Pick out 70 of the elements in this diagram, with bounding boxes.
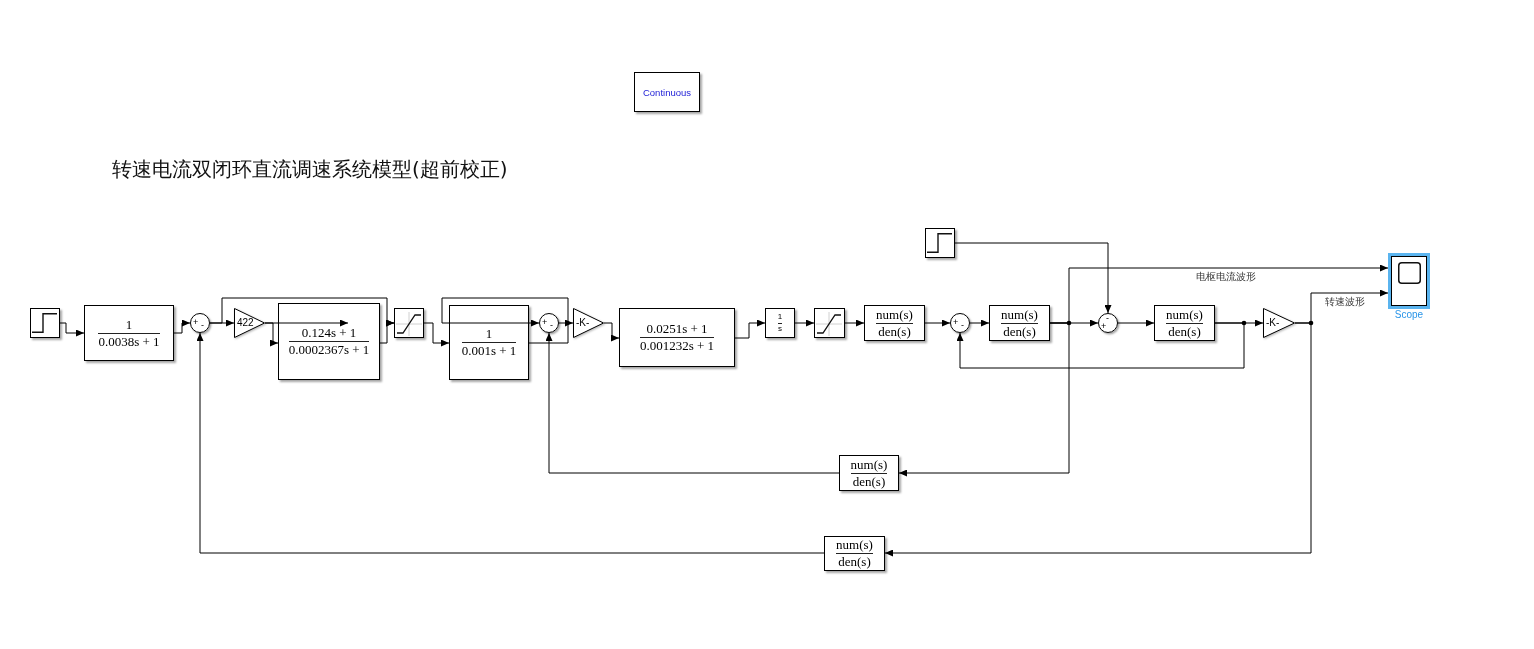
signal-arrow: [794, 319, 815, 327]
transfer-function-block: [824, 536, 885, 571]
signal-label: 转速波形: [1325, 296, 1365, 308]
gain-value: -K-: [1266, 318, 1280, 328]
denominator-text: 0.001s + 1: [461, 344, 517, 358]
sign-label: +: [542, 318, 548, 327]
numerator-text: num(s): [1001, 307, 1038, 322]
numerator-text: 1: [125, 317, 133, 332]
sign-label: -: [961, 321, 964, 330]
signal-arrow: [884, 322, 1312, 557]
solver-block: [634, 72, 700, 112]
diagram-title: 转速电流双闭环直流调速系统模型(超前校正): [112, 157, 508, 181]
signal-arrow: [423, 322, 450, 347]
numerator-text: num(s): [836, 538, 873, 552]
numerator-text: num(s): [1166, 307, 1203, 322]
denominator-text: 0.0002367s + 1: [288, 343, 370, 357]
signal-arrow: [209, 297, 395, 327]
signal-arrow: [264, 319, 349, 327]
signal-arrow: [441, 297, 569, 344]
sign-label: -: [550, 321, 553, 330]
signal-arrow: [603, 322, 620, 342]
signal-arrow: [196, 332, 825, 554]
signal-arrow: [545, 332, 840, 474]
denominator-text: den(s): [1003, 324, 1036, 339]
denominator-text: den(s): [878, 324, 911, 339]
transfer-function-block: [989, 305, 1050, 341]
block-label: Continuous: [642, 86, 692, 98]
gain-value: 422: [237, 318, 254, 328]
sign-label: -: [1106, 314, 1109, 323]
sign-label: +: [193, 318, 199, 327]
signal-arrow: [59, 322, 85, 337]
gain-triangle: [234, 308, 265, 338]
signal-arrow: [844, 319, 865, 327]
denominator-text: den(s): [852, 474, 886, 489]
gain-value: -K-: [576, 318, 590, 328]
signal-arrow: [969, 319, 990, 327]
denominator-text: s: [778, 324, 782, 333]
signal-arrow: [954, 242, 1112, 314]
signal-arrow: [898, 322, 1070, 477]
denominator-text: den(s): [838, 555, 871, 569]
sign-label: +: [1101, 322, 1107, 331]
transfer-function-block: [839, 455, 899, 491]
signal-arrow: [1117, 319, 1155, 327]
denominator-text: 0.0038s + 1: [98, 334, 160, 349]
gain-triangle: [1263, 308, 1295, 338]
sign-label: -: [201, 321, 204, 330]
transfer-function-block: [449, 305, 529, 380]
numerator-text: num(s): [850, 457, 888, 472]
signal-arrow: [956, 322, 1245, 369]
numerator-text: 0.124s + 1: [301, 326, 357, 340]
block-name: Scope: [1394, 309, 1424, 320]
numerator-text: 0.0251s + 1: [646, 322, 708, 336]
transfer-function-block: [619, 308, 735, 367]
signal-label: 电枢电流波形: [1196, 271, 1256, 283]
numerator-text: 1: [485, 327, 493, 341]
signal-arrow: [734, 319, 766, 339]
numerator-text: 1: [777, 313, 783, 322]
gain-triangle: [573, 308, 604, 338]
signal-arrow: [924, 319, 951, 327]
integrator-block: [765, 308, 795, 338]
denominator-text: 0.001232s + 1: [639, 339, 715, 353]
transfer-function-block: [864, 305, 925, 341]
transfer-function-block: [278, 303, 380, 380]
numerator-text: num(s): [876, 307, 913, 322]
denominator-text: den(s): [1168, 324, 1201, 339]
sign-label: +: [953, 318, 959, 327]
transfer-function-block: [1154, 305, 1215, 341]
transfer-function-block: [84, 305, 174, 361]
signal-arrow: [558, 319, 574, 327]
signal-arrow: [173, 319, 191, 334]
